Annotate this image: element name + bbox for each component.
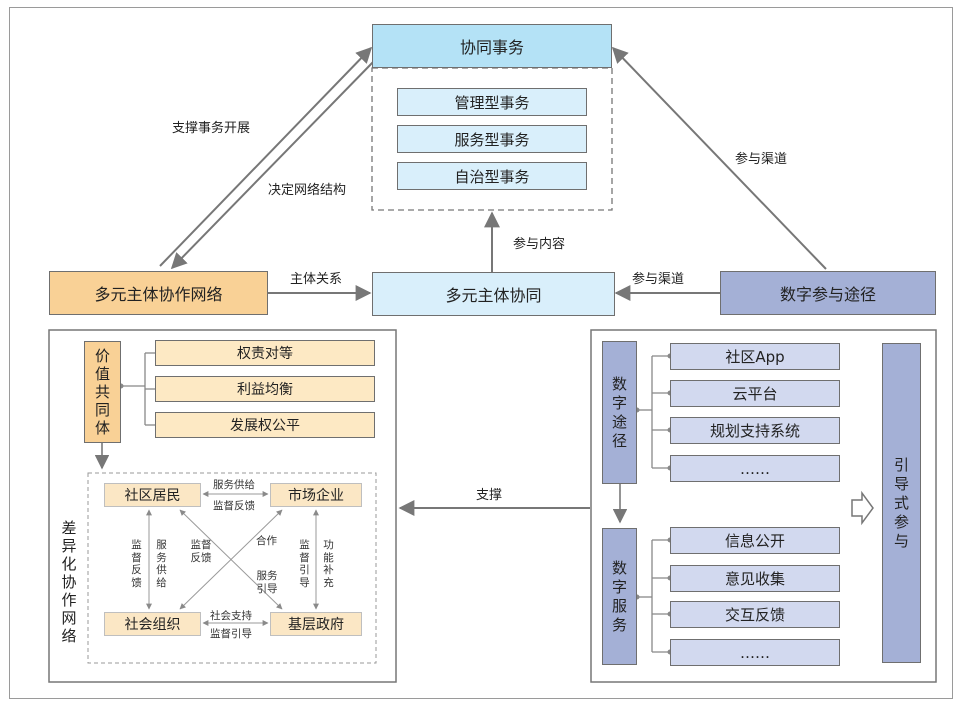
guided-participation-label: 引导式参与 (893, 455, 909, 550)
value-item-interests: 利益均衡 (155, 376, 375, 402)
service-item-more: …… (670, 639, 840, 666)
rel-top-b: 监督反馈 (213, 500, 255, 512)
diagram-frame (9, 7, 953, 699)
left-panel-border (48, 329, 397, 683)
node-organizations: 社会组织 (104, 612, 201, 636)
affair-management: 管理型事务 (397, 88, 587, 116)
network-vertical-label: 差异化协作网络 (61, 519, 77, 645)
hollow-arrow-icon (851, 490, 874, 526)
path-item-cloud: 云平台 (670, 380, 840, 407)
service-item-feedback: 交互反馈 (670, 601, 840, 628)
arrow-decide-structure (170, 59, 376, 270)
value-item-development: 发展权公平 (155, 412, 375, 438)
right-panel-border (590, 329, 937, 683)
rel-left-b: 服务供给 (156, 539, 167, 589)
node-residents: 社区居民 (104, 483, 201, 507)
label-support-affairs: 支撑事务开展 (172, 121, 251, 136)
guided-participation-box: 引导式参与 (882, 343, 921, 663)
label-decide-structure: 决定网络结构 (268, 183, 347, 198)
value-item-rights: 权责对等 (155, 340, 375, 366)
network-dashed-box (87, 472, 377, 664)
path-item-planning: 规划支持系统 (670, 417, 840, 444)
rel-cross-right-bottom: 服务引导 (256, 570, 278, 595)
rel-bottom-b: 监督引导 (210, 628, 252, 640)
rel-right-a: 监督引导 (299, 539, 310, 589)
arrow-channel-top (611, 46, 827, 270)
digital-path-group-label: 数字途径 (611, 374, 627, 450)
value-community-box: 价值共同体 (84, 341, 121, 443)
value-community-label: 价值共同体 (94, 347, 110, 437)
arrow-support-affairs (159, 46, 373, 267)
path-item-more: …… (670, 455, 840, 482)
network-box: 多元主体协作网络 (49, 271, 268, 315)
label-subject-relation: 主体关系 (290, 272, 343, 287)
rel-top-a: 服务供给 (213, 479, 255, 491)
label-channel-top: 参与渠道 (735, 152, 788, 167)
digital-service-group-label: 数字服务 (611, 558, 627, 634)
rel-left-a: 监督反馈 (131, 539, 142, 589)
digital-service-group-box: 数字服务 (602, 528, 637, 665)
rel-cross-left: 监督反馈 (190, 539, 212, 564)
rel-bottom-a: 社会支持 (210, 610, 252, 622)
coordination-affairs-box: 协同事务 (372, 24, 612, 68)
rel-cross-right-top: 合作 (256, 535, 277, 547)
label-participation-content: 参与内容 (513, 237, 566, 252)
service-item-opinion: 意见收集 (670, 565, 840, 592)
label-support: 支撑 (476, 488, 503, 503)
service-item-info: 信息公开 (670, 527, 840, 554)
digital-path-box: 数字参与途径 (720, 271, 936, 315)
affair-service: 服务型事务 (397, 125, 587, 153)
affair-autonomy: 自治型事务 (397, 162, 587, 190)
rel-right-b: 功能补充 (323, 539, 334, 589)
affairs-dashed-group (371, 67, 613, 211)
digital-path-group-box: 数字途径 (602, 341, 637, 484)
path-item-app: 社区App (670, 343, 840, 370)
node-government: 基层政府 (270, 612, 362, 636)
coordination-box: 多元主体协同 (372, 272, 615, 316)
label-channel-mid: 参与渠道 (632, 272, 685, 287)
node-enterprises: 市场企业 (270, 483, 362, 507)
